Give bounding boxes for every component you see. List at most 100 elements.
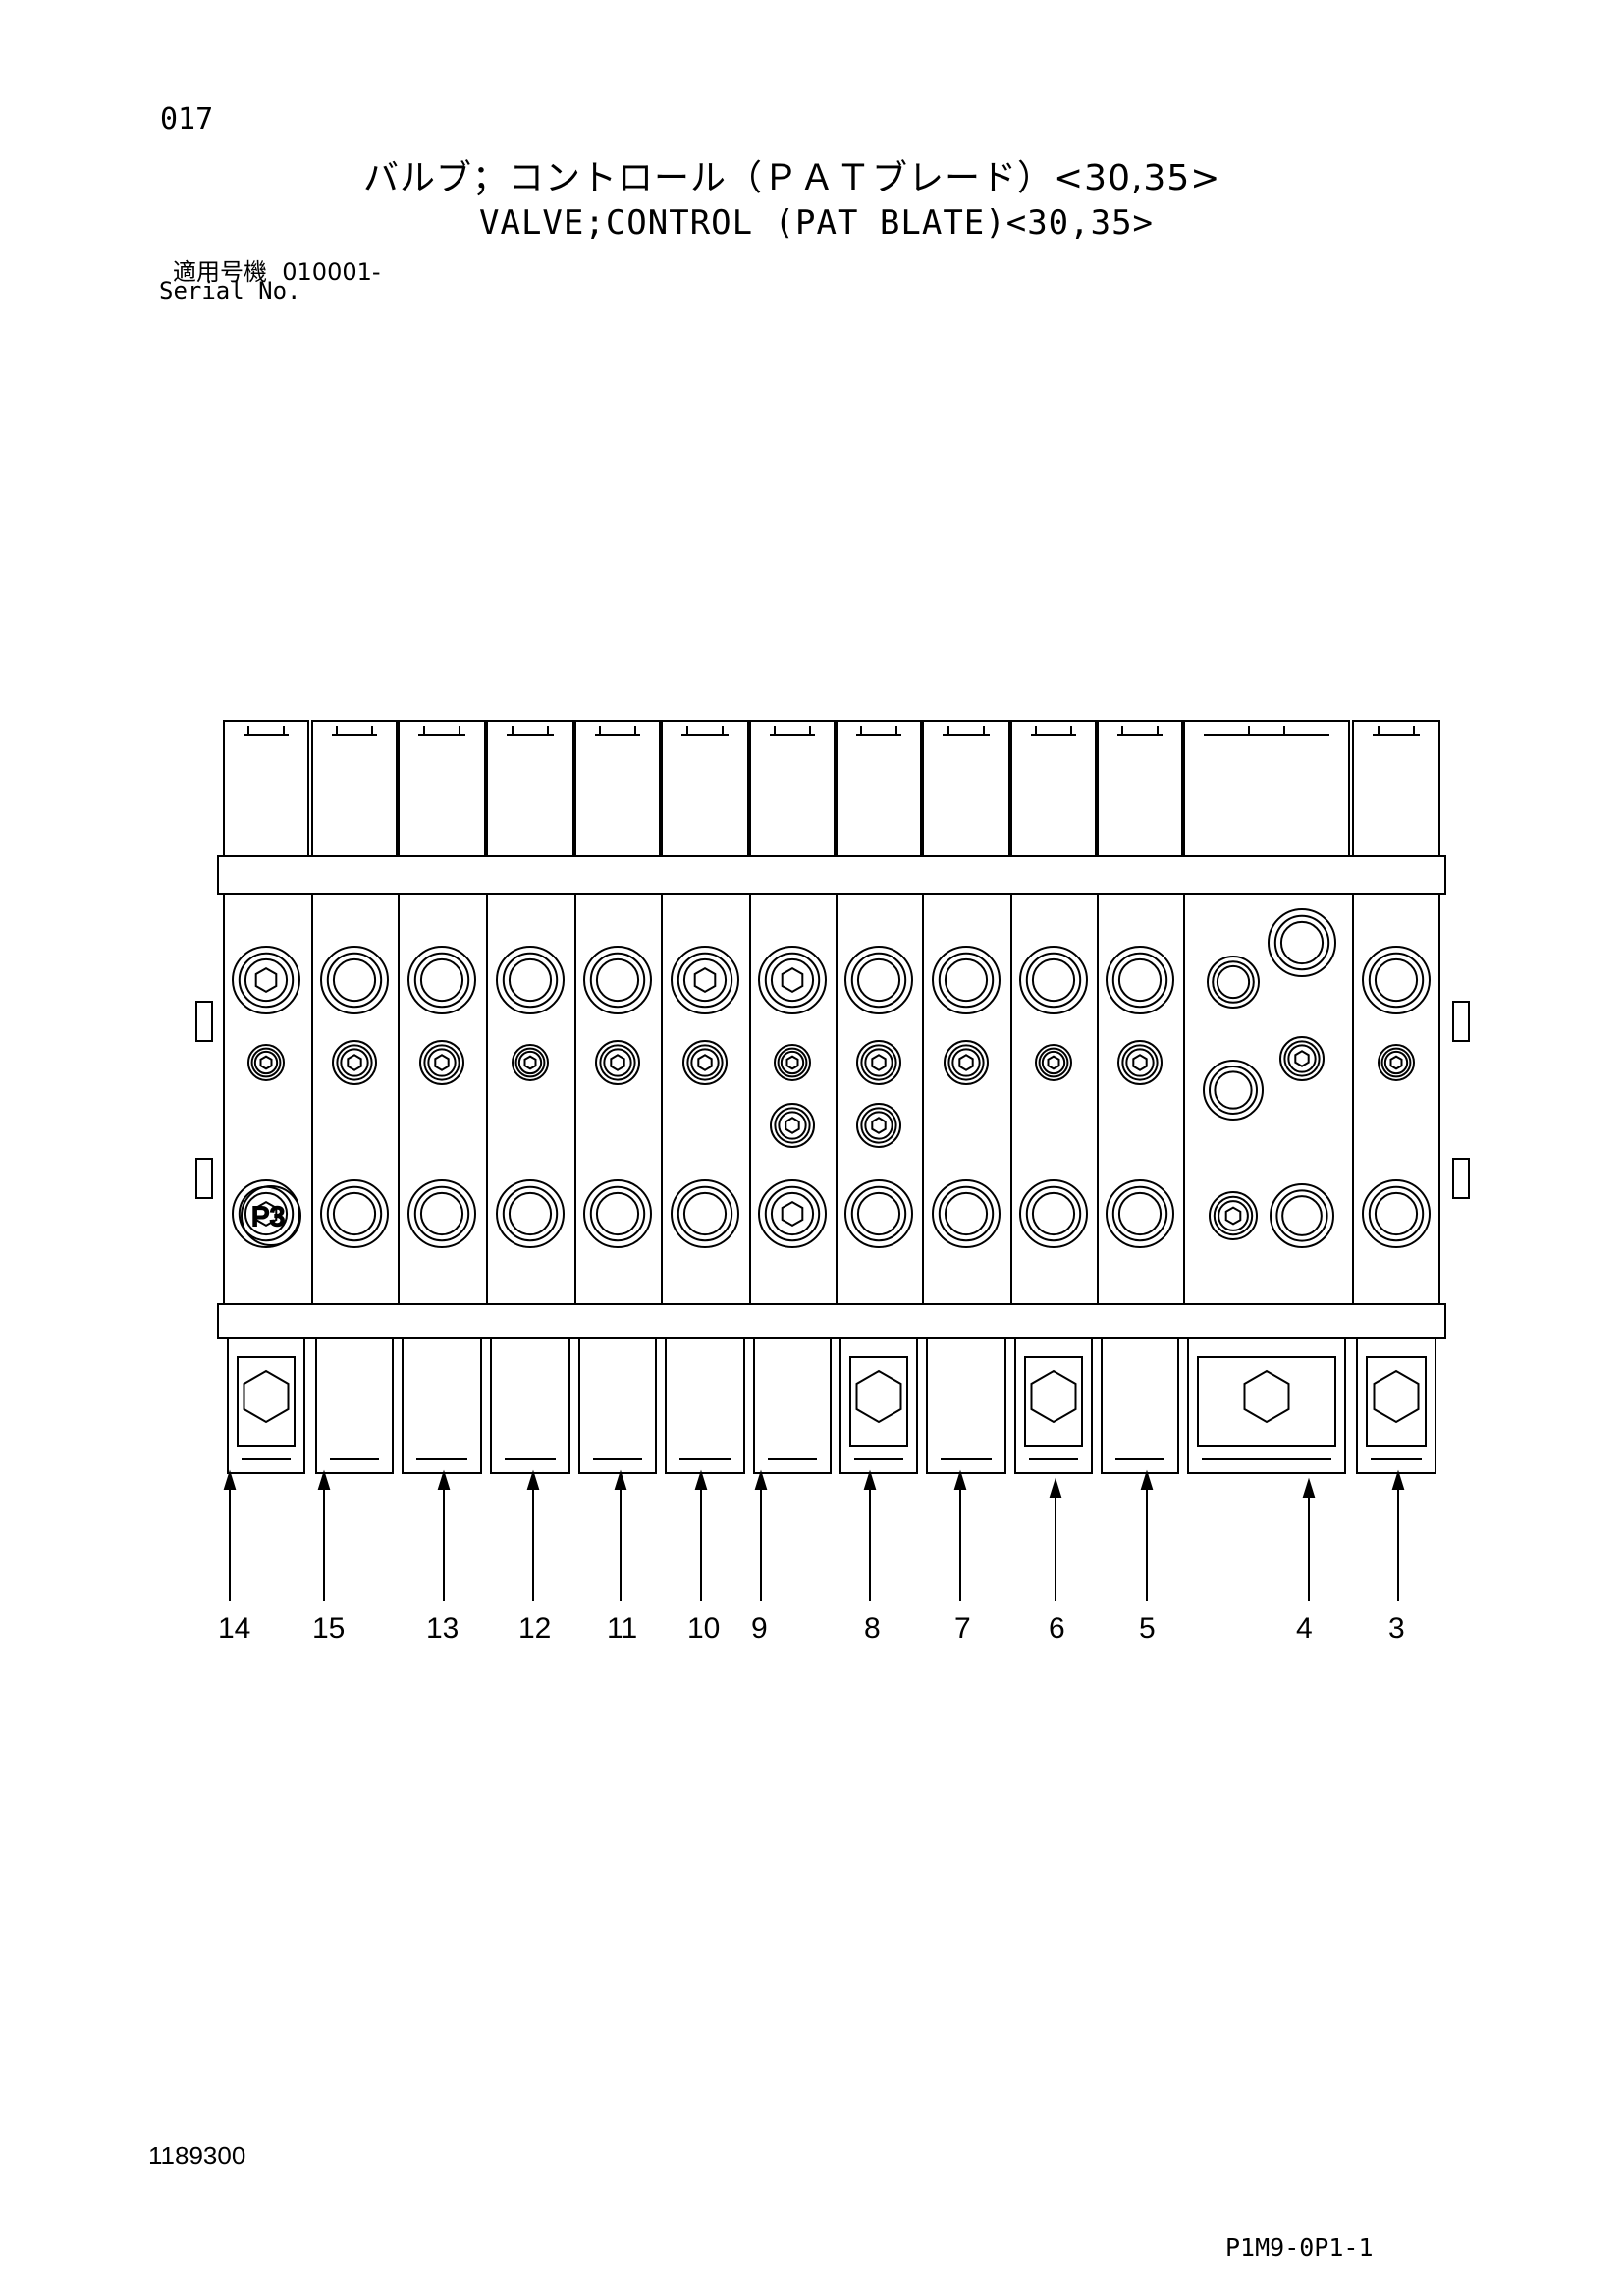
- port-ring: [1038, 1047, 1069, 1078]
- side-bolt: [195, 1001, 213, 1042]
- port-inner: [419, 957, 464, 1003]
- port-ring: [514, 1047, 546, 1078]
- upper-cap: [574, 720, 661, 857]
- callout-number: 11: [607, 1613, 637, 1645]
- port-inner: [595, 1191, 640, 1236]
- port-outer: [1268, 908, 1336, 977]
- upper-cap: [1352, 720, 1440, 857]
- callout-arrowhead: [437, 1469, 451, 1490]
- port-outer: [595, 1040, 640, 1085]
- port-ring: [502, 952, 559, 1009]
- port-inner: [332, 957, 377, 1003]
- port-ring: [413, 952, 470, 1009]
- port-ring: [677, 1185, 733, 1242]
- valve-body: [223, 893, 1440, 1305]
- port-outer: [1207, 956, 1260, 1009]
- port-ring: [677, 952, 733, 1009]
- port-outer: [419, 1040, 464, 1085]
- port-outer: [407, 946, 476, 1014]
- port-outer: [512, 1044, 549, 1081]
- valve-drawing: P3: [195, 720, 1470, 1474]
- port-inner: [603, 1048, 632, 1077]
- lower-cap: [1014, 1337, 1093, 1474]
- port-inner: [1125, 1048, 1155, 1077]
- port-outer: [856, 1040, 901, 1085]
- port-inner: [778, 1111, 807, 1140]
- port-hex-plug: [523, 1055, 537, 1070]
- port-outer: [1035, 1044, 1072, 1081]
- port-inner: [780, 1050, 805, 1075]
- port-inner: [864, 1111, 893, 1140]
- upper-cap: [311, 720, 398, 857]
- port-outer: [758, 946, 827, 1014]
- side-bolt: [195, 1158, 213, 1199]
- port-outer: [844, 1179, 913, 1248]
- port-outer: [1117, 1040, 1163, 1085]
- port-hex-plug: [254, 1200, 278, 1228]
- port-inner: [770, 1191, 815, 1236]
- port-inner: [1117, 957, 1163, 1003]
- lower-cap: [402, 1337, 482, 1474]
- port-outer: [496, 946, 565, 1014]
- port-outer: [671, 1179, 739, 1248]
- upper-cap: [1183, 720, 1350, 857]
- port-hex-plug: [781, 966, 804, 994]
- port-outer: [320, 1179, 389, 1248]
- port-outer: [1019, 1179, 1088, 1248]
- port-ring: [774, 1107, 811, 1144]
- sheet-code: P1M9-0P1-1: [1225, 2233, 1374, 2262]
- port-inner: [1031, 957, 1076, 1003]
- port-outer: [1362, 946, 1431, 1014]
- callout-number: 3: [1388, 1613, 1405, 1645]
- port-outer: [1106, 1179, 1174, 1248]
- port-outer: [932, 1179, 1001, 1248]
- port-ring: [250, 1047, 282, 1078]
- fitting-body: [237, 1356, 296, 1447]
- port-ring: [423, 1044, 460, 1081]
- callout-number: 5: [1139, 1613, 1156, 1645]
- port-inner: [1117, 1191, 1163, 1236]
- port-ring: [589, 1185, 646, 1242]
- upper-manifold: [217, 855, 1446, 895]
- port-hex-plug: [871, 1117, 887, 1134]
- port-inner: [340, 1048, 369, 1077]
- port-ring: [599, 1044, 636, 1081]
- callout-arrowhead: [526, 1469, 540, 1490]
- callout-number: 9: [751, 1613, 768, 1645]
- port-inner: [1218, 1200, 1249, 1231]
- port-inner: [1374, 957, 1419, 1003]
- port-inner: [944, 957, 989, 1003]
- port-inner: [1041, 1050, 1066, 1075]
- fitting-body: [1197, 1356, 1336, 1447]
- port-hex-plug: [347, 1054, 362, 1071]
- port-inner: [1383, 1050, 1409, 1075]
- port-outer: [758, 1179, 827, 1248]
- callout-number: 6: [1049, 1613, 1065, 1645]
- port-ring: [938, 1185, 995, 1242]
- fitting-body: [849, 1356, 908, 1447]
- callout-number: 8: [864, 1613, 881, 1645]
- side-bolt: [1452, 1158, 1470, 1199]
- port-outer: [1209, 1191, 1258, 1240]
- port-ring: [938, 952, 995, 1009]
- port-ring: [336, 1044, 373, 1081]
- port-outer: [1270, 1183, 1334, 1248]
- port-ring: [1121, 1044, 1159, 1081]
- port-ring: [850, 1185, 907, 1242]
- port-ring: [1368, 1185, 1425, 1242]
- lower-cap: [1187, 1337, 1346, 1474]
- lower-cap: [839, 1337, 918, 1474]
- lower-cap: [1356, 1337, 1436, 1474]
- lower-cap: [578, 1337, 657, 1474]
- port-inner: [1287, 1044, 1317, 1073]
- upper-cap: [922, 720, 1010, 857]
- port-inner: [244, 1191, 289, 1236]
- callout-number: 14: [218, 1613, 250, 1645]
- port-inner: [1281, 1195, 1323, 1236]
- port-inner: [951, 1048, 981, 1077]
- port-ring: [1025, 952, 1082, 1009]
- fitting-body: [1024, 1356, 1083, 1447]
- serial-value: 010001-: [282, 258, 381, 286]
